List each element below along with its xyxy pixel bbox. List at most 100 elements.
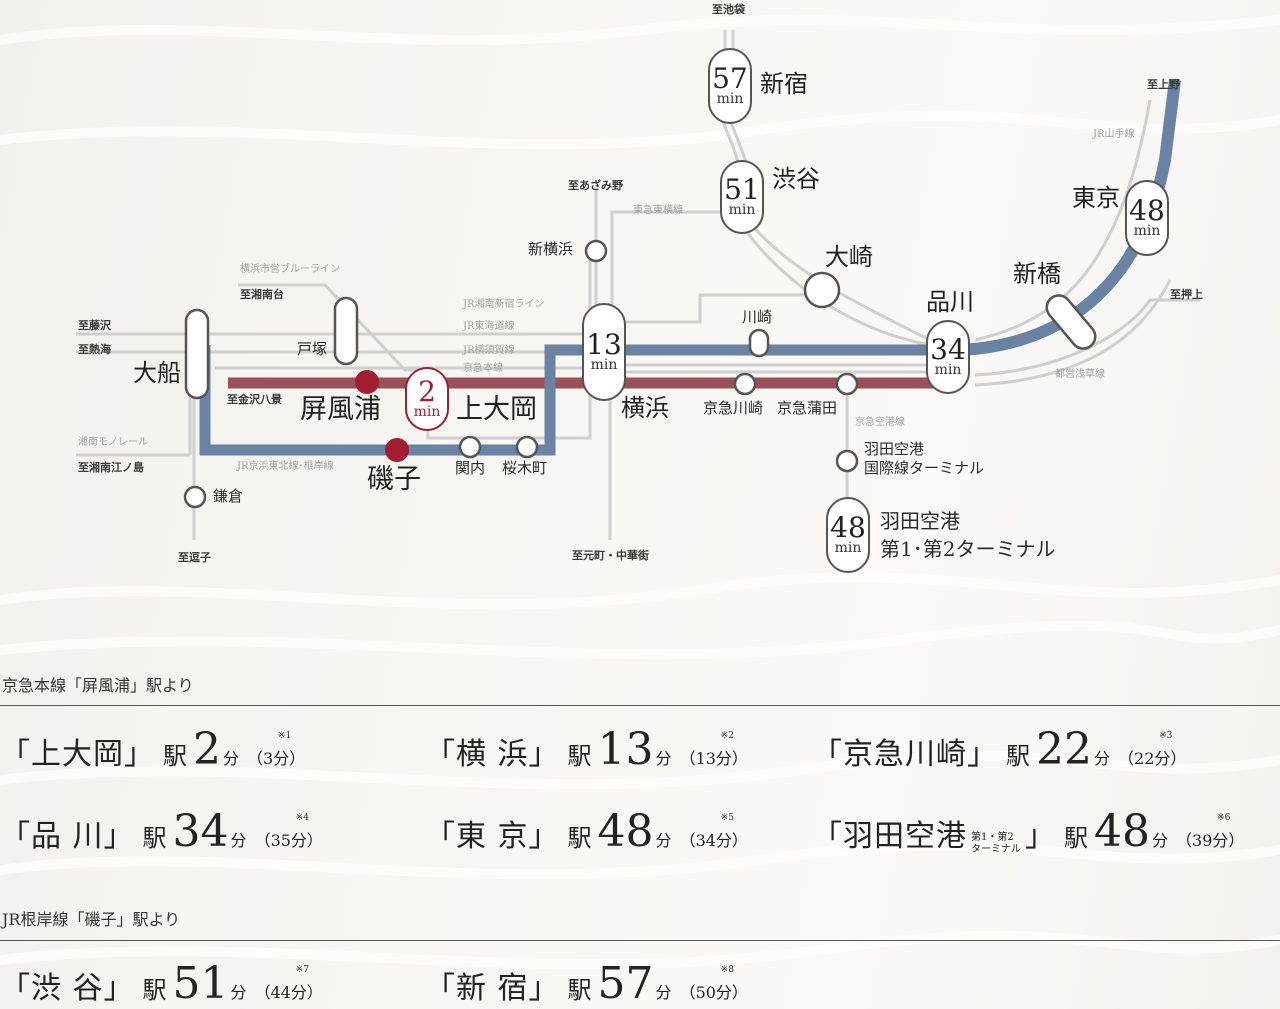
eki-label: 駅	[142, 976, 167, 1004]
line-label-shonan-monorail: 湘南モノレール	[78, 437, 148, 448]
dest-zushi: 至逗子	[178, 551, 211, 564]
minutes: 48	[830, 511, 866, 544]
eki-label: 駅	[142, 824, 167, 852]
unit: min	[934, 362, 962, 378]
station-totsuka: 戸塚	[297, 340, 328, 358]
unit: min	[834, 540, 862, 556]
travel-time-row: 「東 京」 駅 48 分 （34分）※5	[425, 810, 748, 855]
minutes: 57	[712, 62, 748, 95]
time-pill-shinjuku: 57 min	[708, 48, 752, 124]
station-kamiooka: 上大岡	[456, 394, 537, 425]
line-label-shonan-shinjuku: JR湘南新宿ライン	[463, 299, 545, 310]
alt-time: （39分）※6	[1176, 813, 1244, 851]
alt-time-text: （50分）	[679, 983, 748, 1002]
destination-name: 「新 宿」	[425, 971, 560, 1006]
time-pill-shinagawa: 34 min	[926, 320, 970, 394]
footnote-mark: ※5	[720, 813, 734, 823]
station-haneda-t12-2: 第1･第2ターミナル	[880, 537, 1056, 561]
alt-time-text: （22分）	[1118, 749, 1187, 768]
time-pill-shibuya: 51 min	[720, 160, 764, 234]
bracket-close: 」	[1025, 819, 1056, 854]
alt-time: （35分）※4	[255, 813, 323, 851]
line-label-airport: 京急空港線	[855, 417, 905, 428]
footnote-mark: ※1	[277, 731, 292, 741]
time-pill-kamiooka: 2 min	[405, 367, 449, 431]
travel-time-row: 「渋 谷」 駅 51 分 （44分）※7	[0, 962, 323, 1007]
eki-label: 駅	[1006, 742, 1030, 770]
section-title-isogo: JR根岸線「磯子」駅より	[2, 910, 181, 929]
line-label-yamanote: JR山手線	[1093, 129, 1135, 140]
destination-name: 「渋 谷」	[0, 971, 135, 1006]
minutes: 34	[172, 806, 229, 857]
alt-time: （50分） ※8	[679, 965, 748, 1003]
travel-time-row: 「新 宿」 駅 57 分 （50分）※8	[425, 962, 748, 1007]
time-pill-yokohama: 13 min	[582, 303, 626, 401]
alt-time: （22分）※3	[1118, 731, 1187, 769]
minutes: 2	[193, 724, 221, 775]
destination-name: 「京急川崎」	[812, 737, 998, 772]
minutes: 48	[1094, 806, 1150, 857]
travel-time-row: 「京急川崎」 駅 22 分 （22分）※3	[812, 728, 1186, 773]
unit: min	[1133, 223, 1161, 239]
time-pill-tokyo: 48 min	[1125, 180, 1169, 256]
dest-azamino: 至あざみ野	[568, 179, 623, 192]
station-kamakura: 鎌倉	[213, 487, 244, 505]
minute-unit: 分	[1152, 831, 1169, 850]
subtitle-line-1: 第1・第2	[971, 832, 1014, 843]
alt-time-text: （3分）	[247, 749, 306, 768]
minute-unit: 分	[230, 831, 247, 850]
alt-time: （13分）※2	[679, 731, 748, 769]
minute-unit: 分	[230, 983, 247, 1002]
travel-time-row: 「横 浜」 駅 13 分 （13分）※2	[425, 728, 748, 773]
eki-label: 駅	[567, 742, 592, 770]
station-haneda-intl-1: 羽田空港	[864, 440, 925, 458]
route-lines	[76, 30, 1200, 540]
divider	[0, 940, 1280, 941]
alt-time-text: （13分）	[679, 749, 748, 768]
section-title-byobugaura: 京急本線「屏風浦」駅より	[2, 676, 194, 695]
station-osaki: 大崎	[825, 243, 873, 271]
line-label-keihin-tohoku: JR京浜東北線･根岸線	[237, 461, 334, 472]
unit: min	[728, 202, 756, 218]
dest-kanazawa-hakkei: 至金沢八景	[227, 393, 282, 406]
destination-name: 「品 川」	[0, 819, 135, 854]
eki-label: 駅	[163, 742, 187, 770]
station-shibuya: 渋谷	[772, 165, 820, 193]
divider	[0, 705, 1280, 706]
destination-name: 「上大岡」	[0, 737, 155, 772]
eki-label: 駅	[1064, 824, 1088, 852]
station-shinjuku: 新宿	[760, 70, 808, 98]
station-isogo: 磯子	[367, 464, 421, 495]
dest-shonandai: 至湘南台	[240, 288, 284, 301]
alt-time-text: （44分）	[254, 983, 323, 1002]
line-label-tokaido: JR東海道線	[463, 321, 515, 332]
station-kannai: 関内	[455, 459, 486, 477]
station-kawasaki: 川崎	[742, 308, 773, 326]
alt-time-text: （34分）	[679, 831, 748, 850]
alt-time: （44分）※7	[254, 965, 323, 1003]
eki-label: 駅	[567, 824, 592, 852]
eki-label: 駅	[567, 976, 592, 1004]
minute-unit: 分	[655, 749, 672, 768]
footnote-mark: ※6	[1217, 813, 1231, 823]
dest-atami: 至熱海	[78, 343, 111, 356]
station-shinagawa: 品川	[926, 288, 974, 316]
unit: min	[413, 404, 441, 420]
time-pill-haneda: 48 min	[826, 497, 870, 573]
station-haneda-intl-2: 国際線ターミナル	[864, 459, 985, 477]
footnote-mark: ※8	[720, 965, 734, 975]
station-shimbashi: 新橋	[1013, 260, 1061, 288]
minutes: 34	[930, 333, 966, 366]
line-label-yokosuka: JR横須賀線	[463, 345, 515, 356]
line-label-asakusa: 都営浅草線	[1055, 369, 1105, 380]
minutes: 2	[418, 375, 436, 408]
travel-time-row: 「上大岡」 駅 2 分 （3分）※1	[0, 728, 305, 773]
footnote-mark: ※4	[295, 813, 309, 823]
dest-motomachi: 至元町・中華街	[572, 549, 649, 562]
minutes: 51	[172, 958, 229, 1009]
destination-name: 「東 京」	[425, 819, 560, 854]
minutes: 48	[1129, 194, 1165, 227]
unit: min	[590, 357, 618, 373]
minute-unit: 分	[1094, 749, 1111, 768]
